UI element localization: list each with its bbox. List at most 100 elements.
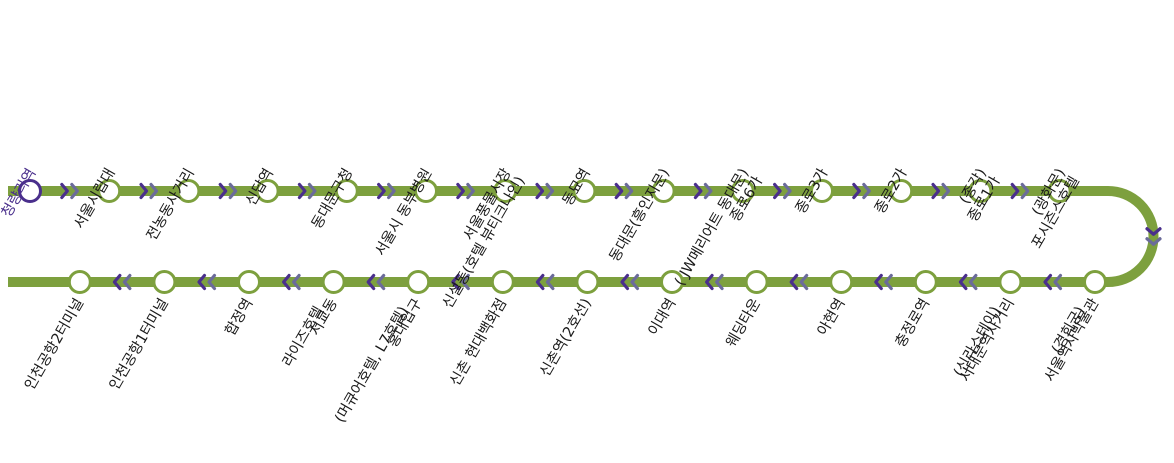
station-name: 신촌 현대백화점 — [447, 296, 511, 389]
station-marker[interactable] — [152, 270, 177, 294]
chevron-right-icon — [377, 182, 386, 200]
chevron-down-icon — [1145, 237, 1162, 246]
chevron-right-icon — [466, 182, 475, 200]
chevron-left-icon — [630, 273, 640, 291]
chevron-left-icon — [799, 273, 809, 291]
station-marker[interactable] — [744, 270, 769, 294]
station-marker[interactable] — [406, 270, 431, 294]
station-name: 인천공항1터미널 — [106, 296, 172, 393]
station-name: 웨딩타운 — [723, 296, 764, 351]
station-label: 인천공항2터미널 — [21, 296, 87, 393]
chevron-right-icon — [931, 182, 941, 200]
chevron-left-icon — [281, 273, 291, 291]
route-line — [8, 186, 1159, 287]
chevron-left-icon — [535, 273, 545, 291]
chevron-left-icon — [1053, 273, 1063, 291]
station-marker[interactable] — [255, 179, 280, 203]
station-marker[interactable] — [810, 179, 834, 203]
station-marker[interactable] — [651, 179, 676, 203]
station-label: 포시즌스호텔(광화문) — [1028, 166, 1083, 252]
station-marker[interactable] — [493, 179, 518, 203]
station-label: 동대문(흥인지문) — [605, 165, 673, 265]
chevron-left-icon — [958, 273, 968, 291]
chevron-right-icon — [545, 182, 555, 200]
station-marker[interactable] — [1083, 270, 1107, 294]
chevron-right-icon — [1010, 182, 1020, 200]
station-name: 이대역 — [645, 296, 680, 339]
chevron-right-icon — [535, 182, 545, 200]
station-marker[interactable] — [321, 270, 346, 294]
station-marker[interactable] — [67, 270, 92, 294]
station-label: 홍대입구(머큐어호텔, L7호텔) — [331, 296, 425, 426]
chevron-right-icon — [70, 182, 79, 200]
station-markers — [18, 179, 1107, 294]
station-label: 전농동사거리 — [143, 166, 198, 244]
station-label: 합정역 — [222, 296, 257, 339]
chevron-left-icon — [197, 273, 207, 291]
chevron-left-icon — [376, 273, 386, 291]
chevron-right-icon — [387, 182, 396, 200]
station-name: 충정로역 — [892, 296, 933, 351]
chevron-right-icon — [614, 182, 624, 200]
chevron-right-icon — [60, 182, 69, 200]
chevron-right-icon — [307, 182, 317, 200]
station-marker[interactable] — [730, 179, 755, 203]
chevron-left-icon — [704, 273, 714, 291]
chevron-right-icon — [862, 182, 871, 200]
station-marker[interactable] — [490, 270, 515, 294]
station-name: 전농동사거리 — [143, 166, 198, 244]
chevron-left-icon — [122, 273, 132, 291]
station-marker[interactable] — [176, 179, 201, 203]
station-marker[interactable] — [829, 270, 854, 294]
station-marker[interactable] — [889, 179, 914, 203]
station-label: 충정로역 — [892, 296, 933, 351]
station-marker[interactable] — [18, 179, 42, 203]
chevron-left-icon — [112, 273, 122, 291]
chevron-left-icon — [968, 273, 978, 291]
station-marker[interactable] — [237, 270, 261, 294]
station-name: ( JW메리어트 동대문) — [671, 166, 752, 289]
station-name: 아현역 — [814, 296, 849, 339]
station-name: 동대문(흥인지문) — [605, 165, 673, 265]
direction-arrows — [60, 182, 1162, 291]
chevron-right-icon — [1020, 182, 1030, 200]
station-name: (머큐어호텔, L7호텔) — [331, 304, 411, 426]
chevron-right-icon — [456, 182, 465, 200]
chevron-down-icon — [1145, 227, 1162, 236]
chevron-left-icon — [714, 273, 724, 291]
chevron-left-icon — [545, 273, 555, 291]
chevron-right-icon — [783, 182, 792, 200]
station-marker[interactable] — [998, 270, 1023, 294]
station-marker[interactable] — [660, 270, 684, 294]
station-marker[interactable] — [968, 179, 993, 203]
station-label: 서대문역사거리(신라스테이) — [950, 296, 1018, 385]
station-label: 아현역 — [814, 296, 849, 339]
chevron-right-icon — [852, 182, 861, 200]
chevron-left-icon — [620, 273, 630, 291]
station-marker[interactable] — [414, 179, 438, 203]
chevron-right-icon — [624, 182, 634, 200]
station-marker[interactable] — [575, 270, 600, 294]
chevron-left-icon — [461, 273, 470, 291]
station-marker[interactable] — [334, 179, 359, 203]
station-marker[interactable] — [97, 179, 122, 203]
chevron-right-icon — [693, 182, 703, 200]
station-label: 웨딩타운 — [723, 296, 764, 351]
station-label: 이대역 — [645, 296, 680, 339]
station-label: 신촌 현대백화점 — [447, 296, 511, 389]
station-label: 인천공항1터미널 — [106, 296, 172, 393]
chevron-right-icon — [218, 182, 228, 200]
chevron-left-icon — [451, 273, 460, 291]
station-marker[interactable] — [913, 270, 938, 294]
route-path — [8, 186, 1159, 287]
chevron-right-icon — [228, 182, 238, 200]
chevron-left-icon — [884, 273, 893, 291]
station-marker[interactable] — [572, 179, 597, 203]
station-name: 서울시 동부병원 — [372, 166, 436, 259]
station-name: 신촌역(2호선) — [537, 296, 595, 380]
chevron-right-icon — [773, 182, 782, 200]
station-marker[interactable] — [1047, 179, 1072, 203]
